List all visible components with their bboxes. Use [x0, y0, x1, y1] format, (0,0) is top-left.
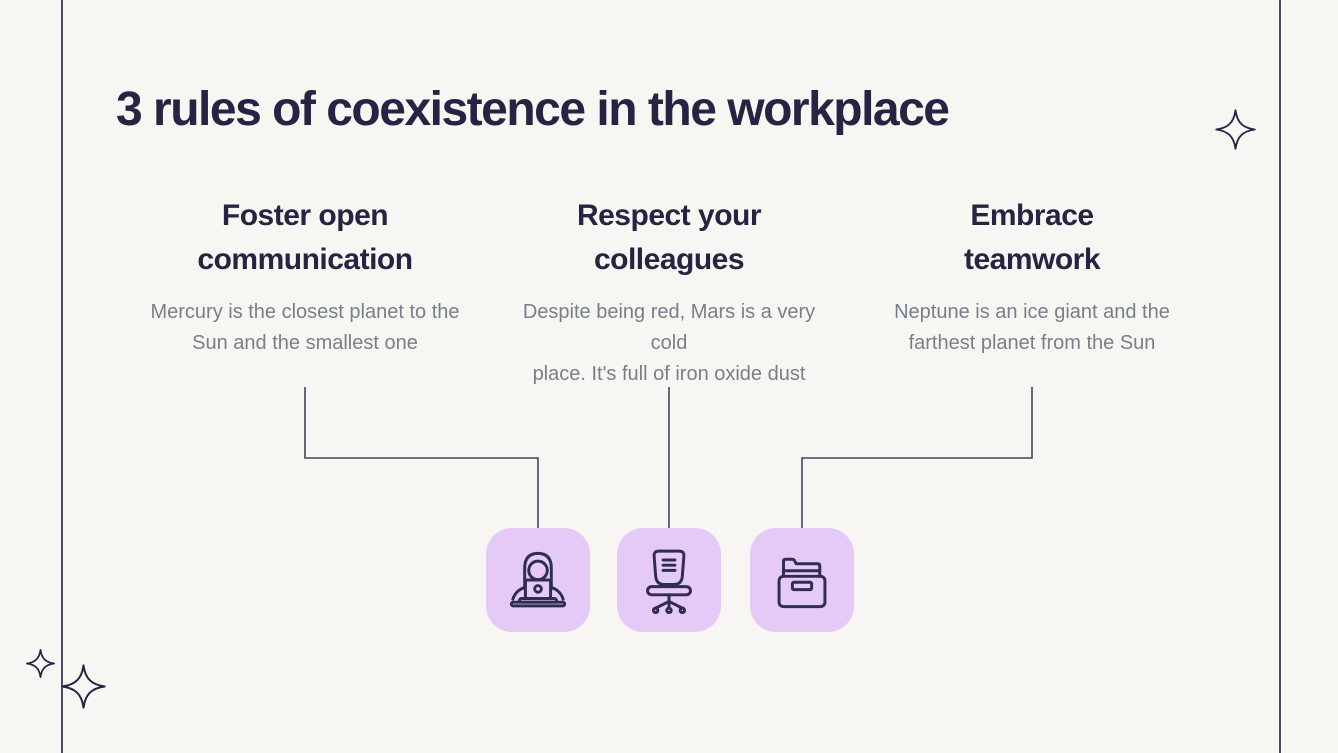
icon-tile-teamwork [750, 528, 854, 632]
right-vertical-rule [1279, 0, 1281, 753]
column-heading: Respect your colleagues [576, 199, 762, 276]
column-respect-your-colleagues: Respect your colleagues Despite being re… [506, 194, 832, 390]
connector-line-1 [304, 387, 539, 529]
folder-icon [777, 557, 827, 609]
column-body: Mercury is the closest planet to the Sun… [150, 301, 460, 354]
column-heading: Embrace teamwork [963, 199, 1101, 276]
icon-tile-respect [617, 528, 721, 632]
woman-at-laptop-icon [509, 551, 567, 608]
sparkle-icon [26, 648, 55, 679]
left-vertical-rule [61, 0, 63, 753]
icon-tile-communication [486, 528, 590, 632]
sparkle-icon [1215, 105, 1256, 154]
column-foster-open-communication: Foster open communication Mercury is the… [142, 194, 468, 359]
connector-line-3 [801, 387, 1033, 529]
column-body: Despite being red, Mars is a very cold p… [522, 301, 816, 385]
column-embrace-teamwork: Embrace teamwork Neptune is an ice giant… [869, 194, 1195, 359]
sparkle-icon [61, 662, 106, 711]
column-body: Neptune is an ice giant and the farthest… [894, 301, 1170, 354]
office-chair-icon [646, 549, 692, 615]
slide-title: 3 rules of coexistence in the workplace [116, 83, 950, 136]
column-heading: Foster open communication [197, 199, 413, 276]
